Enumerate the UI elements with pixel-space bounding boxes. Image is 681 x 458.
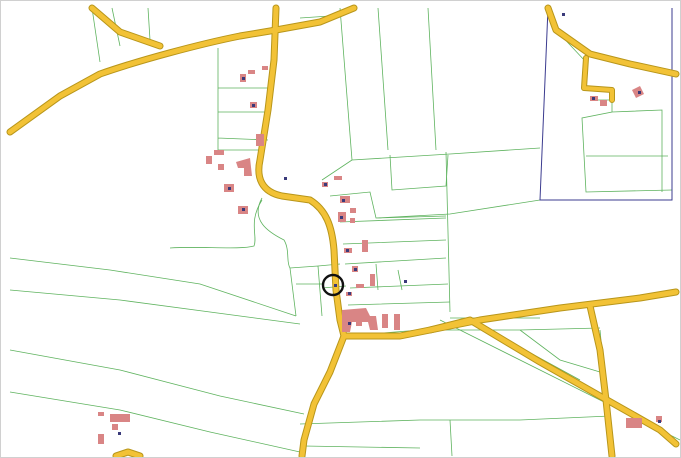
building	[206, 156, 212, 164]
address-point	[118, 432, 121, 435]
road	[587, 303, 615, 458]
road-layer	[7, 5, 679, 458]
address-point	[562, 13, 565, 16]
address-point	[638, 91, 641, 94]
address-point	[242, 208, 245, 211]
building	[600, 100, 607, 106]
address-point	[340, 216, 343, 219]
building	[362, 240, 368, 252]
building	[356, 284, 364, 288]
main-road	[256, 5, 347, 339]
building	[236, 158, 252, 176]
address-point	[252, 104, 255, 107]
address-point	[242, 77, 245, 80]
parcel-boundary	[299, 7, 437, 161]
road	[545, 5, 679, 77]
parcel-boundary	[257, 197, 347, 317]
parcel-boundary	[555, 29, 673, 193]
road	[427, 317, 679, 447]
address-point	[334, 284, 337, 287]
building	[370, 274, 375, 286]
selection-marker[interactable]	[321, 273, 345, 297]
address-point	[592, 97, 595, 100]
address-point	[658, 420, 661, 423]
district-boundary	[539, 7, 673, 201]
road	[113, 449, 143, 458]
address-point	[348, 322, 351, 325]
building	[356, 318, 362, 326]
road	[582, 56, 614, 102]
building	[98, 412, 104, 416]
parcel-boundary	[299, 415, 611, 457]
address-point	[404, 280, 407, 283]
parcel-boundary	[169, 199, 263, 249]
building	[656, 416, 662, 422]
address-point	[348, 292, 351, 295]
address-point	[346, 249, 349, 252]
address-point	[284, 177, 287, 180]
parcel-boundary	[9, 257, 305, 453]
building	[248, 70, 255, 74]
building	[256, 134, 264, 146]
building	[262, 66, 268, 70]
building	[382, 314, 388, 328]
building	[98, 434, 104, 444]
parcel-boundary	[329, 191, 541, 306]
main-road	[299, 333, 347, 458]
building	[350, 218, 355, 223]
building	[626, 418, 642, 428]
address-point	[354, 268, 357, 271]
address-point	[324, 183, 327, 186]
building	[112, 424, 118, 430]
building	[394, 314, 400, 330]
building	[214, 150, 224, 155]
main-road	[7, 5, 357, 135]
building	[350, 208, 356, 213]
parcel-boundary	[321, 147, 541, 191]
address-point-layer	[118, 13, 661, 435]
road	[89, 5, 163, 49]
address-point	[342, 199, 345, 202]
building	[110, 414, 130, 422]
building	[218, 164, 224, 170]
parcel-boundary	[375, 151, 451, 313]
main-road	[341, 289, 679, 339]
building	[334, 176, 342, 180]
address-point	[228, 187, 231, 190]
